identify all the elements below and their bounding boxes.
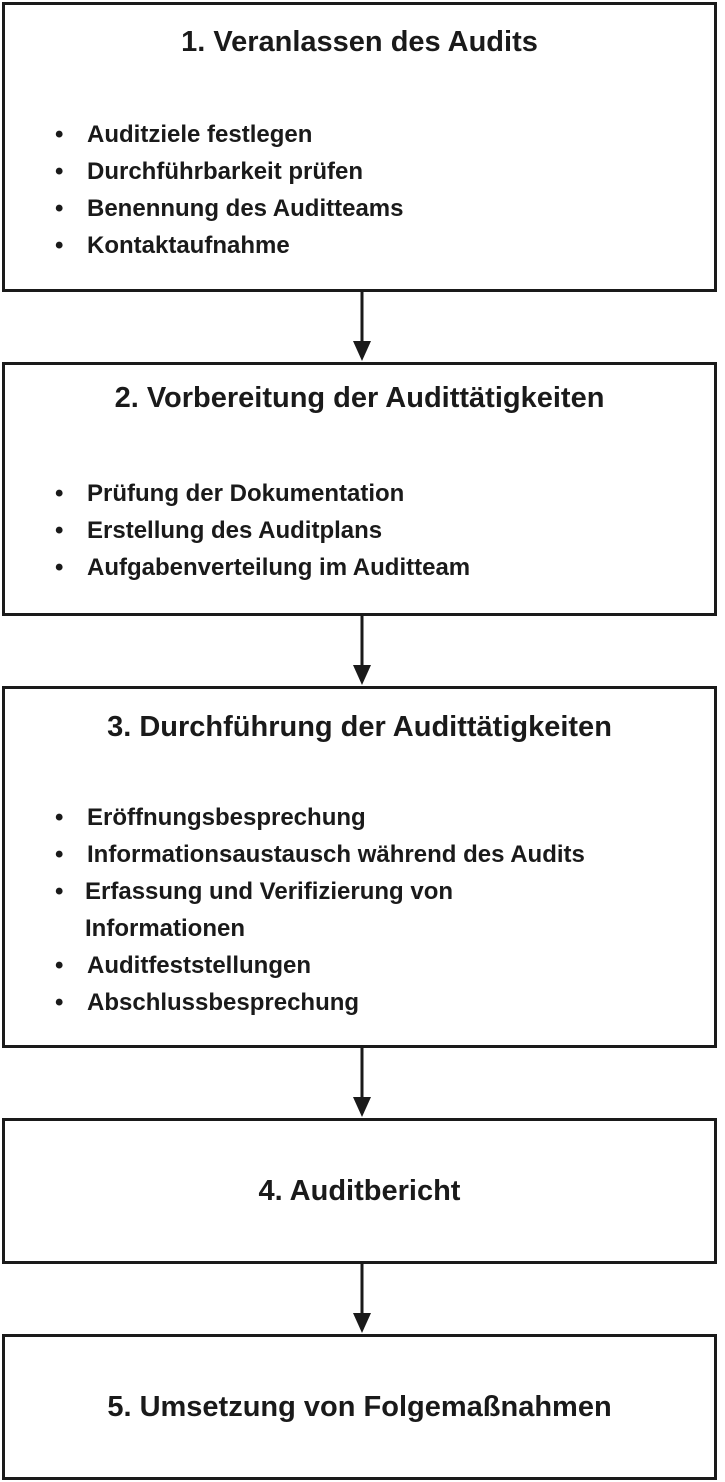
list-item: •Erfassung und Verifizierung von Informa… bbox=[55, 873, 585, 947]
arrow-down-icon bbox=[353, 615, 371, 685]
bullet-icon: • bbox=[55, 878, 64, 905]
step-title-2: 2. Vorbereitung der Audittätigkeiten bbox=[114, 382, 605, 414]
bullet-icon: • bbox=[55, 195, 64, 222]
step-list-3: •Eröffnungsbesprechung •Informationsaust… bbox=[55, 799, 585, 1021]
bullet-icon: • bbox=[55, 121, 64, 148]
step-list-1: •Auditziele festlegen •Durchführbarkeit … bbox=[55, 116, 403, 264]
step-box-1: 1. Veranlassen des Audits •Auditziele fe… bbox=[2, 2, 717, 292]
step-title-1: 1. Veranlassen des Audits bbox=[181, 26, 538, 58]
bullet-icon: • bbox=[55, 517, 64, 544]
step-title-5: 5. Umsetzung von Folgemaßnahmen bbox=[107, 1391, 612, 1423]
list-item: •Prüfung der Dokumentation bbox=[55, 475, 470, 512]
bullet-icon: • bbox=[55, 158, 64, 185]
list-item: •Aufgabenverteilung im Auditteam bbox=[55, 549, 470, 586]
step-box-2: 2. Vorbereitung der Audittätigkeiten •Pr… bbox=[2, 362, 717, 616]
list-item: •Auditziele festlegen bbox=[55, 116, 403, 153]
list-item: •Auditfeststellungen bbox=[55, 947, 585, 984]
step-list-2: •Prüfung der Dokumentation •Erstellung d… bbox=[55, 475, 470, 586]
step-box-3: 3. Durchführung der Audittätigkeiten •Er… bbox=[2, 686, 717, 1048]
bullet-icon: • bbox=[55, 952, 64, 979]
list-item: •Benennung des Auditteams bbox=[55, 190, 403, 227]
bullet-icon: • bbox=[55, 989, 64, 1016]
bullet-icon: • bbox=[55, 841, 64, 868]
step-title-4: 4. Auditbericht bbox=[258, 1175, 461, 1207]
list-item: •Informationsaustausch während des Audit… bbox=[55, 836, 585, 873]
bullet-icon: • bbox=[55, 554, 64, 581]
bullet-icon: • bbox=[55, 480, 64, 507]
arrow-down-icon bbox=[353, 1263, 371, 1333]
list-item: •Eröffnungsbesprechung bbox=[55, 799, 585, 836]
bullet-icon: • bbox=[55, 232, 64, 259]
list-item: •Erstellung des Auditplans bbox=[55, 512, 470, 549]
list-item: •Abschlussbesprechung bbox=[55, 984, 585, 1021]
step-box-4: 4. Auditbericht bbox=[2, 1118, 717, 1264]
arrow-down-icon bbox=[353, 1047, 371, 1117]
bullet-icon: • bbox=[55, 804, 64, 831]
arrow-down-icon bbox=[353, 291, 371, 361]
step-title-3: 3. Durchführung der Audittätigkeiten bbox=[107, 711, 612, 743]
step-box-5: 5. Umsetzung von Folgemaßnahmen bbox=[2, 1334, 717, 1480]
list-item: •Durchführbarkeit prüfen bbox=[55, 153, 403, 190]
list-item: •Kontaktaufnahme bbox=[55, 227, 403, 264]
